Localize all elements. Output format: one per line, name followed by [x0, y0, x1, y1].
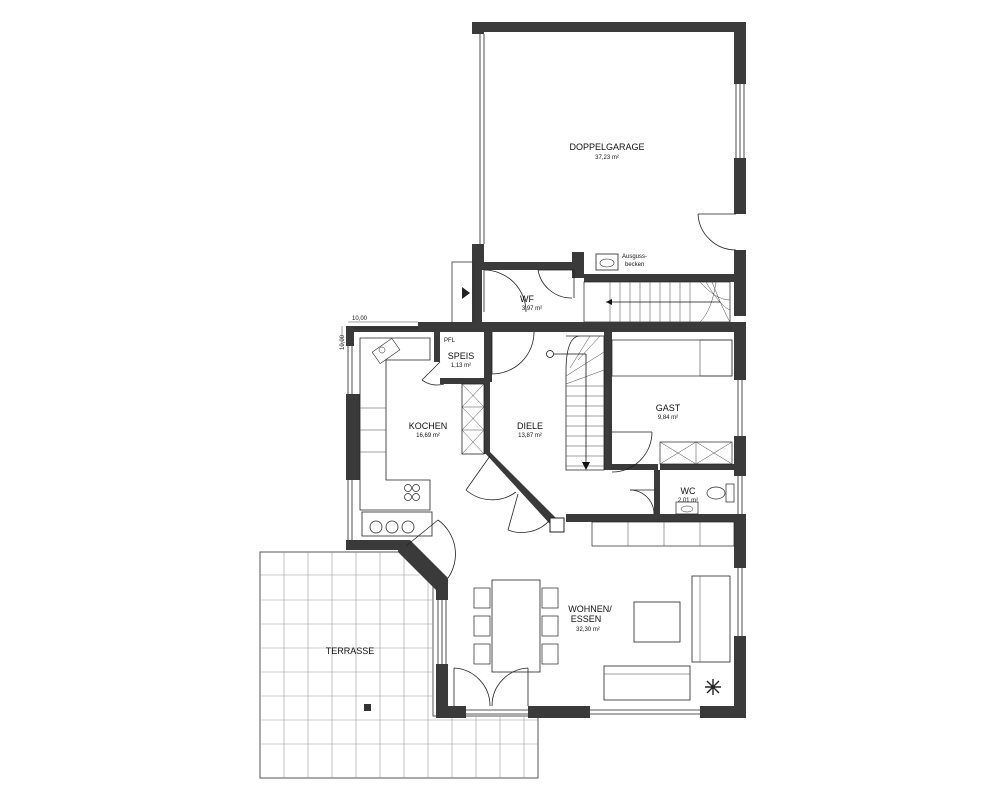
- gast-area: 9,84 m²: [658, 415, 678, 421]
- garage: Ausguss- becken DOPPELGARAGE 37,23 m²: [472, 22, 746, 316]
- dimensions: 10,00 10,00 PFL: [340, 316, 456, 350]
- speis-name: SPEIS: [448, 351, 475, 361]
- terrace-post: [364, 704, 371, 711]
- pfl-label: PFL: [444, 338, 456, 344]
- kochen-area: 16,69 m²: [416, 433, 440, 439]
- dim-top-label: 10,00: [352, 316, 368, 322]
- wohnen-name-1: WOHNEN/: [568, 604, 612, 614]
- wf-name: WF: [520, 294, 534, 304]
- garage-name: DOPPELGARAGE: [569, 142, 644, 152]
- garage-area: 37,23 m²: [595, 155, 619, 161]
- living-furniture: [473, 521, 735, 701]
- terrace-grid: [260, 552, 538, 778]
- wf-room: WF 3,97 m²: [451, 261, 575, 328]
- diele-name: DIELE: [517, 421, 543, 431]
- guest-furniture: [611, 339, 733, 465]
- wc-furniture: [675, 483, 735, 515]
- doors: [405, 331, 655, 707]
- wc-area: 2,01 m²: [678, 498, 698, 504]
- dim-side-label: 10,00: [340, 334, 346, 350]
- sink-label-2: becken: [625, 262, 644, 268]
- stairs-diele: [546, 335, 605, 471]
- room-labels: SPEIS 1,13 m² KOCHEN 16,69 m² DIELE 13,8…: [409, 351, 698, 633]
- sink-label: Ausguss-: [622, 254, 647, 260]
- interior-walls: [434, 332, 736, 533]
- kitchen-furniture: [359, 337, 485, 537]
- diele-area: 13,87 m²: [518, 433, 542, 439]
- wf-area: 3,97 m²: [522, 306, 542, 312]
- house-walls: [346, 322, 746, 718]
- wohnen-name-2: ESSEN: [571, 614, 602, 624]
- terrace: TERRASSE: [259, 551, 539, 779]
- terrace-label: TERRASSE: [326, 646, 375, 656]
- speis-area: 1,13 m²: [451, 363, 471, 369]
- stairs-garage: [583, 281, 731, 323]
- gast-name: GAST: [656, 403, 681, 413]
- kochen-name: KOCHEN: [409, 421, 448, 431]
- wohnen-area: 32,30 m²: [576, 627, 600, 633]
- wc-name: WC: [681, 486, 696, 496]
